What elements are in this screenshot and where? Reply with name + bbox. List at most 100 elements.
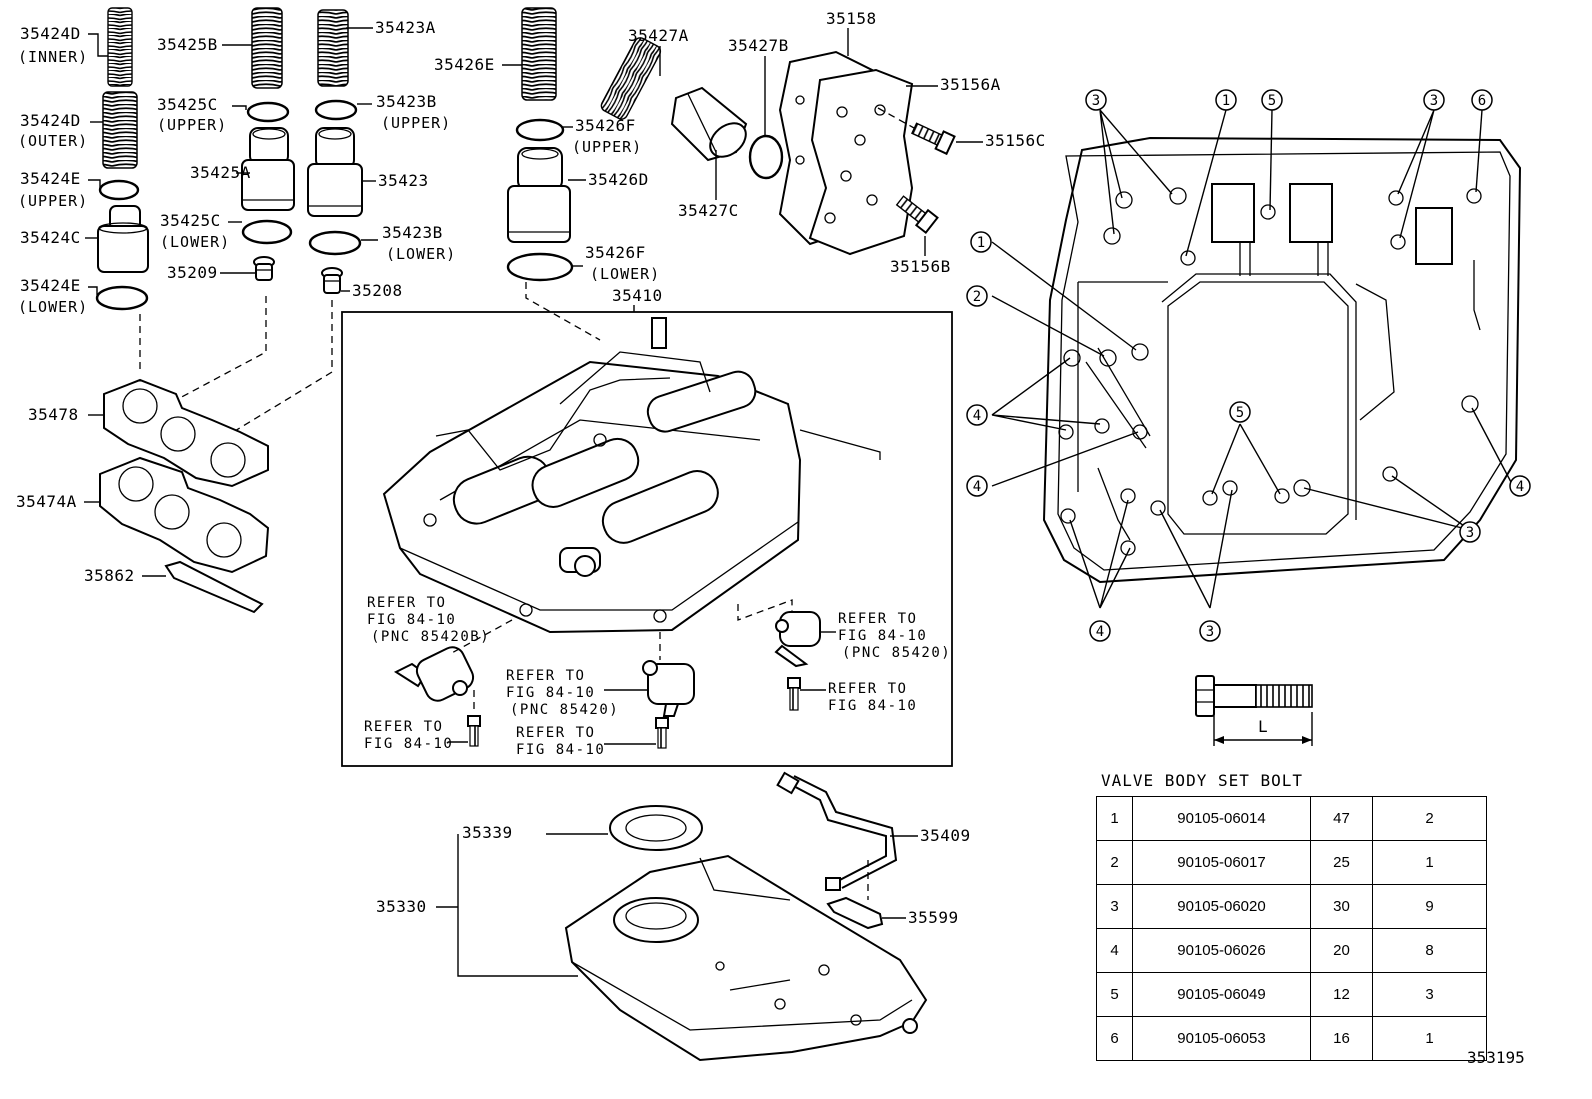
part-35424d-inner-spring [107, 7, 133, 87]
label-35156c: 35156C [985, 131, 1046, 150]
bolt-quantity: 9 [1372, 884, 1487, 929]
refer-d-line2: FIG 84-10 [364, 736, 453, 752]
marker-leaders [991, 109, 1513, 609]
table-row: 3 90105-06020 30 9 [1096, 884, 1487, 929]
refer-b-line2: FIG 84-10 [506, 685, 595, 701]
marker-4-left-a: 4 [973, 408, 981, 424]
label-35423b-upper: 35423B [376, 92, 437, 111]
label-35424e-upper: 35424E [20, 169, 81, 188]
part-35410-valve-body [382, 317, 881, 634]
refer-e-line2: FIG 84-10 [516, 742, 605, 758]
part-35425c-lower-ring [241, 219, 293, 245]
label-35427a: 35427A [628, 26, 689, 45]
part-solenoid-85420-center [642, 660, 695, 717]
bolt-key: 1 [1096, 796, 1133, 841]
part-35424d-outer-spring [102, 91, 138, 169]
marker-4-left-b: 4 [973, 479, 981, 495]
leader-35424e-lower [88, 286, 98, 295]
part-35423a-spring [317, 9, 349, 87]
refer-a-line2: FIG 84-10 [367, 612, 456, 628]
dash-35410 [525, 282, 601, 341]
part-solenoid-85420-right [774, 611, 821, 668]
part-35427a-spring [600, 37, 662, 120]
table-row: 1 90105-06014 47 2 [1096, 796, 1487, 841]
label-35425a: 35425A [190, 163, 251, 182]
part-35474a-plate [99, 456, 270, 574]
bolt-quantity: 1 [1372, 840, 1487, 885]
bolt-length: 12 [1310, 972, 1373, 1017]
label-lower-note-a: (LOWER) [18, 298, 88, 316]
label-35424c: 35424C [20, 228, 81, 247]
refer-e-line1: REFER TO [516, 725, 595, 741]
bolt-marker: 1 [1215, 89, 1237, 111]
refer-a-line3: (PNC 85420B) [371, 629, 490, 645]
bolt-marker: 2 [966, 285, 988, 307]
part-35862-bracket [164, 560, 264, 614]
bolt-quantity: 2 [1372, 796, 1487, 841]
refer-d-line1: REFER TO [364, 719, 443, 735]
leader-35330 [436, 834, 578, 977]
valve-body-set-bolt-table: 1 90105-06014 47 2 2 90105-06017 25 1 3 … [1096, 796, 1487, 1061]
bolt-marker: 4 [966, 475, 988, 497]
part-35425a-plug [241, 127, 295, 211]
bolt-marker: 6 [1471, 89, 1493, 111]
label-lower-note-d: (LOWER) [590, 265, 660, 283]
part-35423-plug [307, 127, 363, 217]
part-35426f-upper-ring [515, 118, 565, 142]
refer-b-line1: REFER TO [506, 668, 585, 684]
marker-5-top: 5 [1268, 93, 1276, 109]
label-35410: 35410 [612, 286, 663, 305]
bolt-part-number: 90105-06026 [1132, 928, 1311, 973]
bolt-key: 4 [1096, 928, 1133, 973]
refer-c-line1: REFER TO [838, 611, 917, 627]
bolt-marker: 4 [966, 404, 988, 426]
part-bolt-b [655, 717, 669, 749]
part-35424e-lower-ring [95, 285, 149, 311]
label-35427c: 35427C [678, 201, 739, 220]
part-35478-gasket [103, 378, 269, 488]
bolt-key: 3 [1096, 884, 1133, 929]
marker-5-mid: 5 [1236, 405, 1244, 421]
part-35427b-ring [748, 134, 784, 180]
label-35425c-lower: 35425C [160, 211, 221, 230]
label-35156b: 35156B [890, 257, 951, 276]
leader-35424d-inner [88, 33, 108, 57]
marker-3-bottom: 3 [1206, 624, 1214, 640]
dash-35156c [877, 107, 915, 129]
label-upper-note-c: (UPPER) [381, 114, 451, 132]
refer-a-line1: REFER TO [367, 595, 446, 611]
refer-c-line3: (PNC 85420) [842, 645, 951, 661]
part-35339-gasket-inner [625, 814, 687, 842]
table-row: 2 90105-06017 25 1 [1096, 840, 1487, 885]
label-35424e-lower: 35424E [20, 276, 81, 295]
marker-3-right: 3 [1466, 525, 1474, 541]
bolt-marker: 3 [1085, 89, 1107, 111]
part-35339-gasket [609, 805, 703, 851]
marker-3-top-left: 3 [1092, 93, 1100, 109]
bolt-part-number: 90105-06053 [1132, 1016, 1311, 1061]
table-row: 6 90105-06053 16 1 [1096, 1016, 1487, 1061]
label-35423: 35423 [378, 171, 429, 190]
dash-gasket-b [175, 296, 267, 401]
label-35426f-lower: 35426F [585, 243, 646, 262]
bolt-marker: 3 [1423, 89, 1445, 111]
part-35156c-bolt [911, 122, 956, 156]
part-bolt-a [467, 715, 481, 747]
bolt-marker: 1 [970, 231, 992, 253]
label-35427b: 35427B [728, 36, 789, 55]
bolt-marker: 5 [1229, 401, 1251, 423]
bolt-marker: 4 [1089, 620, 1111, 642]
label-35423a: 35423A [375, 18, 436, 37]
leader-35425c-upper [232, 105, 247, 110]
bolt-key: 2 [1096, 840, 1133, 885]
bolt-key: 6 [1096, 1016, 1133, 1061]
part-35156a-plate [808, 68, 914, 256]
marker-2-left: 2 [973, 289, 981, 305]
part-35426f-lower-ring [506, 252, 574, 282]
bolt-part-number: 90105-06014 [1132, 796, 1311, 841]
bolt-length: 47 [1310, 796, 1373, 841]
part-35424e-upper-ring [98, 179, 140, 201]
label-outer-note: (OUTER) [18, 132, 88, 150]
label-35409: 35409 [920, 826, 971, 845]
